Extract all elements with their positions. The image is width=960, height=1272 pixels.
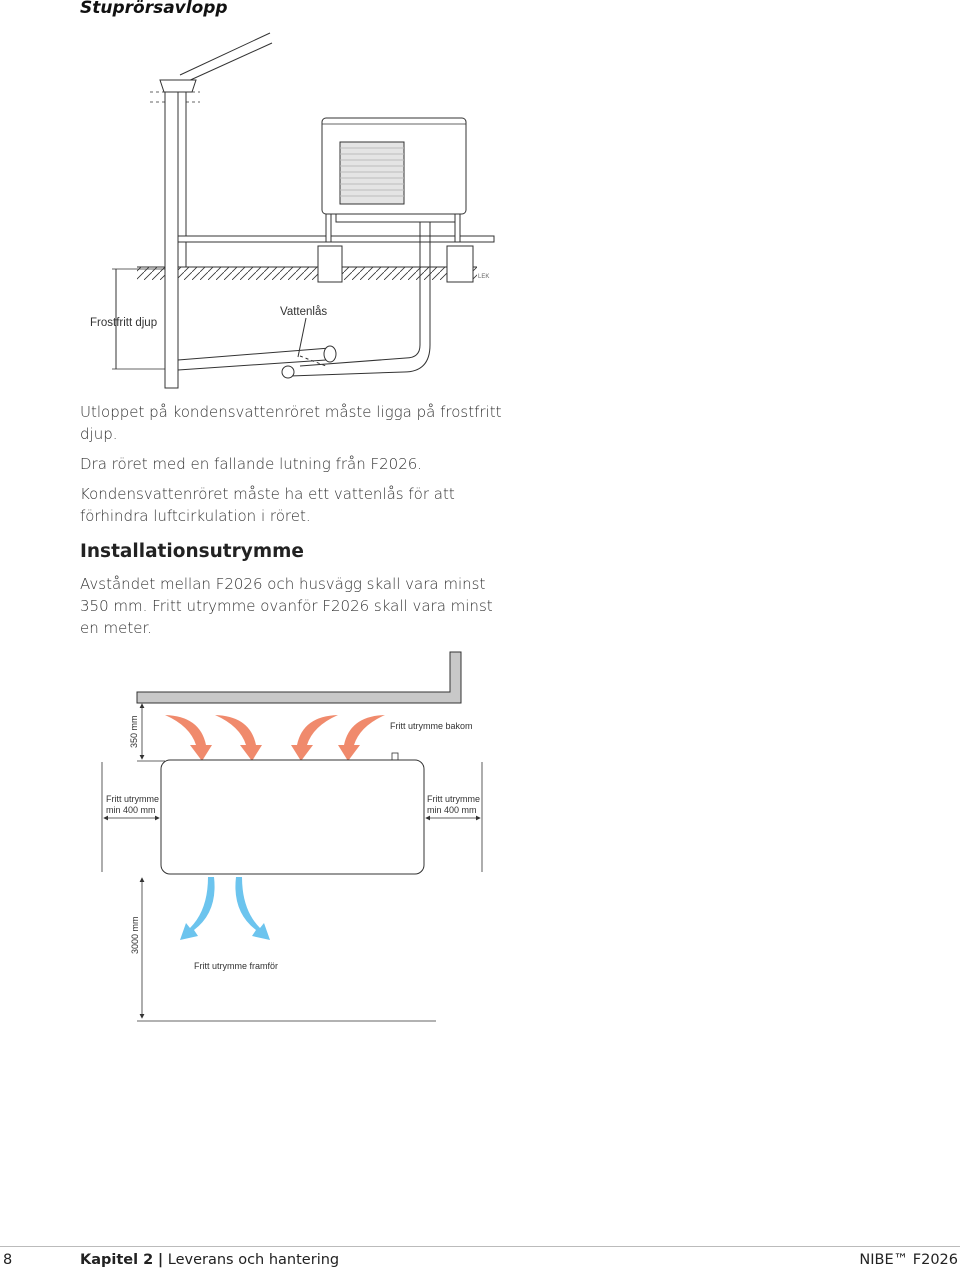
paragraph-water-trap: Kondensvattenröret måste ha ett vattenlå… [80,485,455,525]
air-outlet-arrows [180,877,270,940]
footer-rule [0,1246,960,1247]
chapter-title: Leverans och hantering [167,1252,340,1268]
air-in-arrow-2 [215,715,262,761]
downpipe [164,91,179,389]
water-trap-leader [297,317,307,358]
paragraph-slope: Dra röret med en fallande lutning från F… [80,455,423,473]
front-space-label: Fritt utrymme framför [194,961,278,971]
installation-text: Avståndet mellan F2026 och husvägg skall… [80,575,493,637]
air-in-arrow-1 [165,715,212,761]
frost-depth-label: Frostfritt djup [90,317,157,329]
unit-outline [160,759,425,875]
foot-right [446,245,474,283]
fan-grille [339,141,405,205]
clearance-diagram: 350 mm Fritt utrymme bakom Fritt utrymme… [101,651,483,1022]
air-in-arrow-3 [291,715,338,761]
roof-line [179,32,271,76]
page-number: 8 [3,1252,13,1268]
ground-hatch [137,267,477,280]
back-dimension-label: 350 mm [129,715,139,748]
foot-left [317,245,343,283]
water-trap-label: Vattenlås [280,306,327,318]
air-in-arrow-4 [338,715,385,761]
installation-heading: Installationsutrymme [80,541,304,562]
paragraph-outlet: Utloppet på kondensvattenröret måste lig… [80,403,502,443]
air-out-arrow-2 [235,877,270,940]
left-space-label-2: min 400 mm [106,805,156,815]
front-dimension-label: 3000 mm [130,916,140,954]
house-wall [136,651,462,704]
section-title: Stuprörsavlopp [80,0,228,18]
lek-mark: LEK [478,274,489,280]
right-space-label-1: Fritt utrymme [427,794,480,804]
right-space-label-2: min 400 mm [427,805,477,815]
air-out-arrow-1 [180,877,215,940]
chapter-label: Kapitel 2 [80,1252,154,1268]
footer-brand: NIBE™ F2026 [859,1252,958,1268]
chapter-separator: | [157,1252,164,1268]
back-space-label: Fritt utrymme bakom [390,721,473,731]
footer-chapter: Kapitel 2 | Leverans och hantering [80,1252,339,1272]
air-intake-arrows [165,715,385,761]
downpipe-diagram: Frostfritt djup Vattenlås LEK [90,32,495,389]
left-space-label-1: Fritt utrymme [106,794,159,804]
